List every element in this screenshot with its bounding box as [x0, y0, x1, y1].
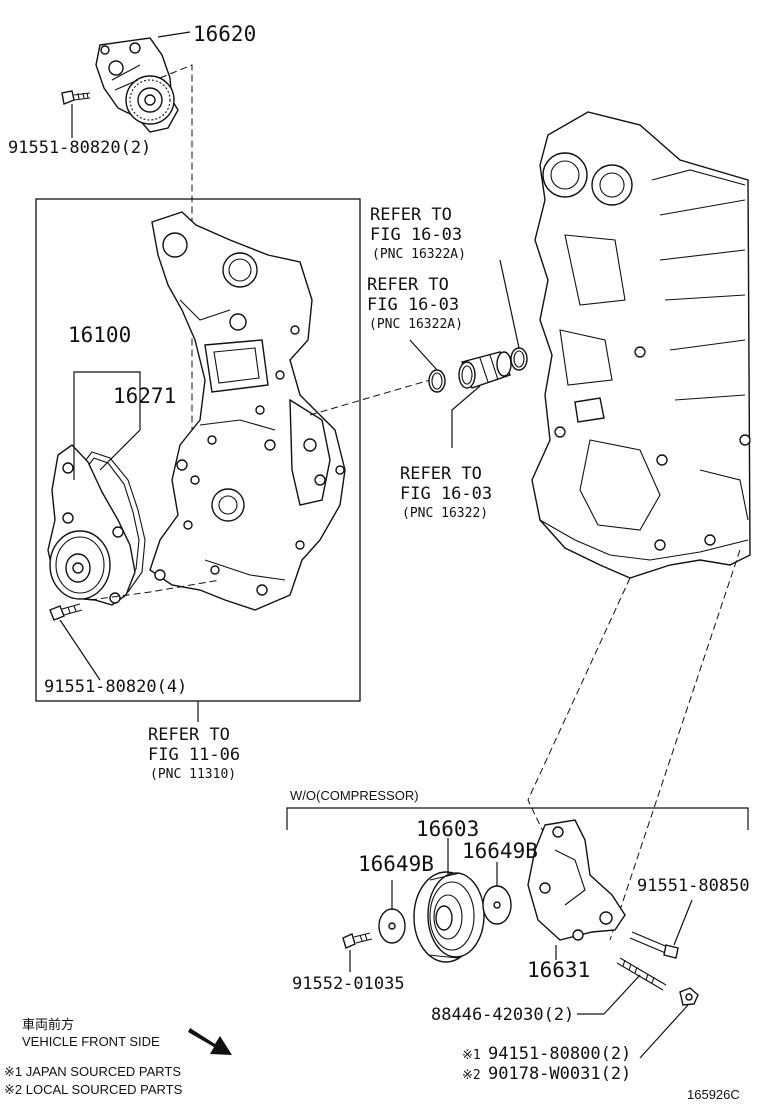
ref1-line3: (PNC 16322A) [372, 247, 466, 262]
ref2-line3: (PNC 16322A) [369, 317, 463, 332]
leader-ref3 [451, 385, 481, 448]
leader-pump-assy [73, 371, 141, 480]
label-91551-80850: 91551-80850 [637, 876, 750, 896]
leader-ref2 [409, 339, 438, 371]
leader-stud-diag [603, 974, 641, 1015]
bolt-91552-drawing [342, 932, 373, 949]
legend-note2: ※2 LOCAL SOURCED PARTS [4, 1082, 183, 1097]
label-91552-01035: 91552-01035 [292, 974, 405, 994]
label-tensioner-bolt: 91551-80820(2) [8, 138, 151, 158]
leader-bolt-80850 [673, 899, 693, 946]
label-88446-42030: 88446-42030(2) [431, 1005, 574, 1025]
leader-pump-bolt [59, 619, 101, 681]
tensioner-drawing [61, 37, 179, 133]
mark-2: ※2 [462, 1068, 481, 1083]
ref4-line3: (PNC 11310) [150, 767, 236, 782]
vehicle-front-arrow-icon [188, 1028, 232, 1055]
ref1-line1: REFER TO [370, 205, 452, 225]
bracket-16631-drawing [527, 819, 626, 941]
o-ring-right-drawing [510, 347, 528, 371]
mark-1: ※1 [462, 1048, 481, 1063]
leader-gasket [99, 405, 141, 471]
pipe-drawing [458, 351, 512, 389]
label-16100: 16100 [68, 323, 131, 347]
ref4-line1: REFER TO [148, 725, 230, 745]
o-ring-left-drawing [428, 369, 446, 393]
label-pump-bolt: 91551-80820(4) [44, 677, 187, 697]
ref2-line2: FIG 16-03 [367, 295, 459, 315]
label-16271: 16271 [113, 384, 176, 408]
leader-tensioner [157, 31, 191, 38]
ref4-line2: FIG 11-06 [148, 745, 240, 765]
engine-block-drawing [531, 111, 751, 579]
dust-cover-left-drawing [378, 908, 406, 944]
ref3-line1: REFER TO [400, 464, 482, 484]
water-pump-drawing [47, 444, 136, 621]
legend-front-jp: 車両前方 [22, 1017, 74, 1032]
nut-drawing [679, 987, 699, 1006]
label-16603: 16603 [416, 817, 479, 841]
idler-pulley-drawing [413, 871, 485, 963]
ref2-line1: REFER TO [367, 275, 449, 295]
ref3-line3: (PNC 16322) [402, 506, 488, 521]
label-16649B-left: 16649B [358, 852, 434, 876]
legend-front-en: VEHICLE FRONT SIDE [22, 1034, 160, 1049]
stud-drawing [616, 957, 667, 991]
legend-note1: ※1 JAPAN SOURCED PARTS [4, 1064, 181, 1079]
ref3-line2: FIG 16-03 [400, 484, 492, 504]
leader-nut [639, 1004, 689, 1059]
wo-compressor-bracket-line [286, 807, 749, 830]
label-16649B-right: 16649B [462, 839, 538, 863]
label-16620: 16620 [193, 22, 256, 46]
figure-id: 165926C [687, 1087, 740, 1102]
label-94151-80800: 94151-80800(2) [488, 1044, 631, 1064]
label-90178-W0031: 90178-W0031(2) [488, 1064, 631, 1084]
timing-cover-drawing [149, 211, 346, 611]
leader-ref1 [499, 259, 520, 349]
bolt-91551-80850-drawing [629, 931, 679, 959]
ref1-line2: FIG 16-03 [370, 225, 462, 245]
label-16631: 16631 [527, 958, 590, 982]
dust-cover-right-drawing [482, 885, 512, 925]
group-label-wo-compressor: W/O(COMPRESSOR) [290, 788, 419, 803]
